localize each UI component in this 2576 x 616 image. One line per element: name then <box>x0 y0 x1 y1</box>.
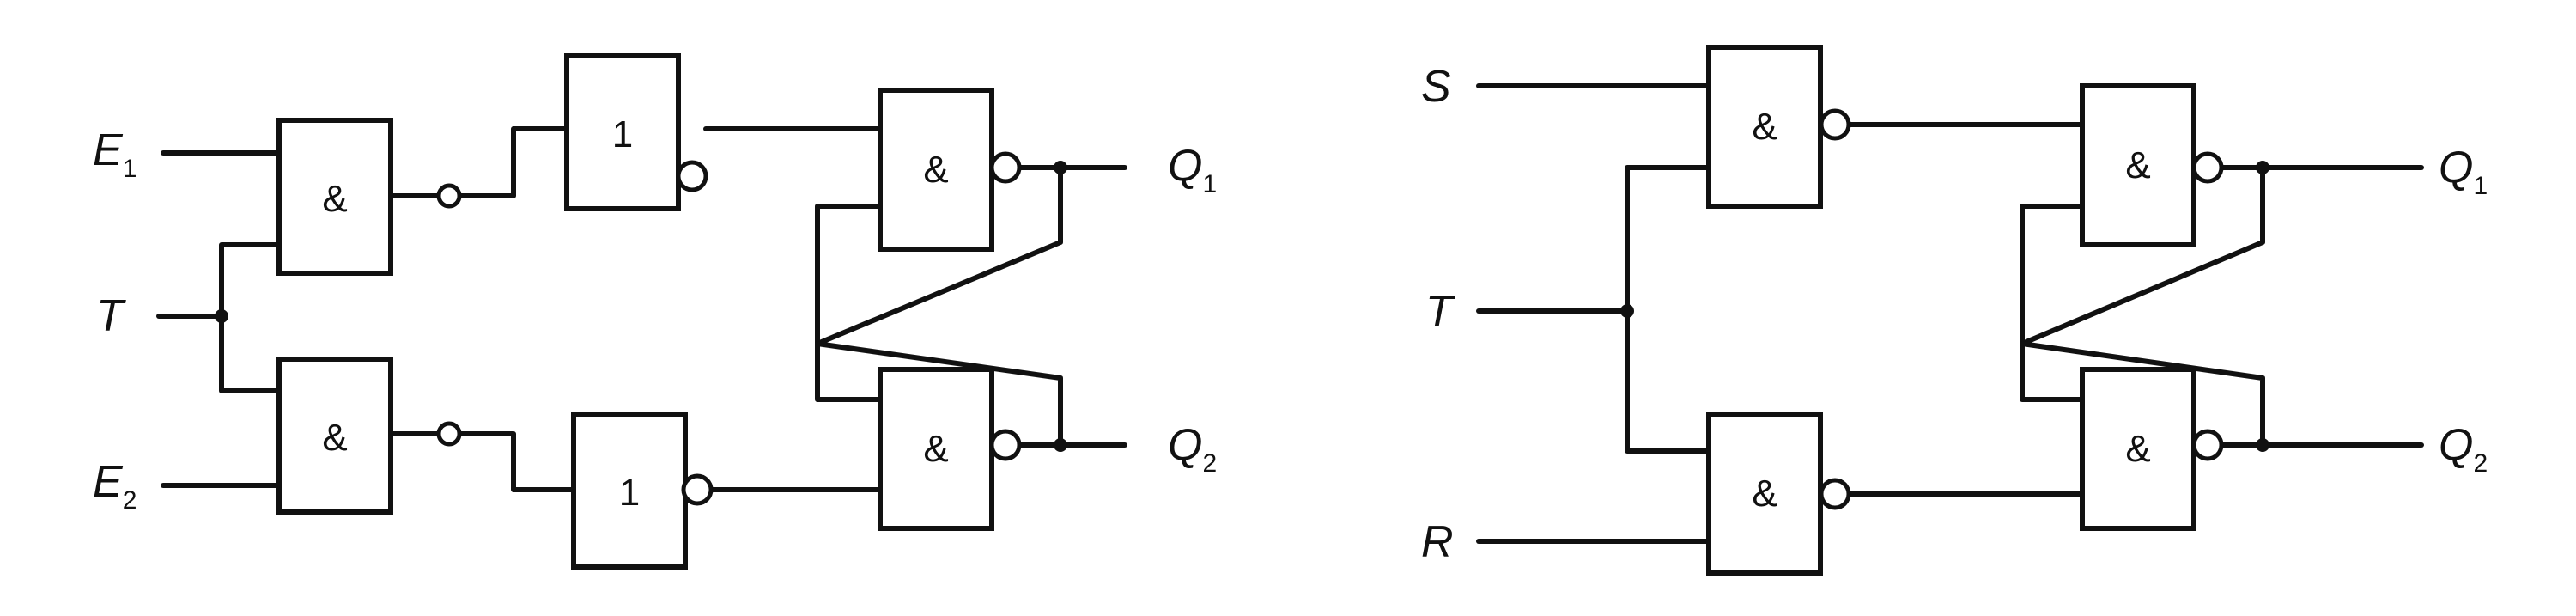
and-gate-lower-label: & <box>322 417 347 459</box>
junction-t-left <box>215 309 228 323</box>
latch-gate-upper-right-label: & <box>2125 144 2150 186</box>
not-gate-lower-label: 1 <box>619 472 640 514</box>
not-gate-upper <box>564 53 681 211</box>
bubble-not-lower <box>681 473 714 506</box>
input-gate-lower <box>1706 412 1823 576</box>
junction-q2-left <box>1054 438 1067 452</box>
latch-gate-lower-right <box>2080 367 2196 531</box>
input-gate-upper-label: & <box>1752 106 1777 148</box>
left-circuit: & & 1 1 & & E1 T E2 Q1 Q2 <box>93 53 1217 570</box>
and-gate-upper-label: & <box>322 178 347 220</box>
latch-gate-lower-right-label: & <box>2125 428 2150 470</box>
and-gate-upper <box>276 118 393 276</box>
bubble-and-lower <box>436 421 462 447</box>
bubble-latch-upper <box>989 151 1022 184</box>
junction-q1-left <box>1054 161 1067 174</box>
junction-q1-right <box>2256 161 2269 174</box>
bubble-input-lower <box>1819 478 1851 510</box>
bubble-latch-lower-right <box>2191 429 2224 461</box>
label-q1-left: Q1 <box>1168 141 1217 198</box>
right-circuit: & & & & S T R Q1 Q2 <box>1421 45 2488 576</box>
label-e1: E1 <box>93 125 137 183</box>
label-q2-left: Q2 <box>1168 420 1217 478</box>
latch-gate-lower-label: & <box>923 428 948 470</box>
label-q1-right: Q1 <box>2439 143 2488 200</box>
right-wires <box>1476 83 2424 544</box>
left-wires <box>156 126 1127 492</box>
label-t-right: T <box>1425 287 1455 337</box>
bubble-latch-upper-right <box>2191 151 2224 184</box>
label-e2: E2 <box>93 457 137 515</box>
latch-gate-lower <box>878 367 994 531</box>
label-r: R <box>1421 517 1454 567</box>
junction-t-right <box>1620 304 1634 318</box>
bubble-input-upper <box>1819 108 1851 141</box>
latch-gate-upper-label: & <box>923 149 948 191</box>
not-gate-upper-label: 1 <box>612 113 633 156</box>
label-t-left: T <box>96 291 126 341</box>
bubble-not-upper <box>676 160 708 192</box>
bubble-and-upper <box>436 183 462 209</box>
and-gate-lower <box>276 357 393 515</box>
input-gate-lower-label: & <box>1752 473 1777 515</box>
label-s: S <box>1421 62 1451 112</box>
latch-gate-upper-right <box>2080 83 2196 247</box>
bubble-latch-lower <box>989 429 1022 461</box>
junction-q2-right <box>2256 438 2269 452</box>
label-q2-right: Q2 <box>2439 420 2488 478</box>
